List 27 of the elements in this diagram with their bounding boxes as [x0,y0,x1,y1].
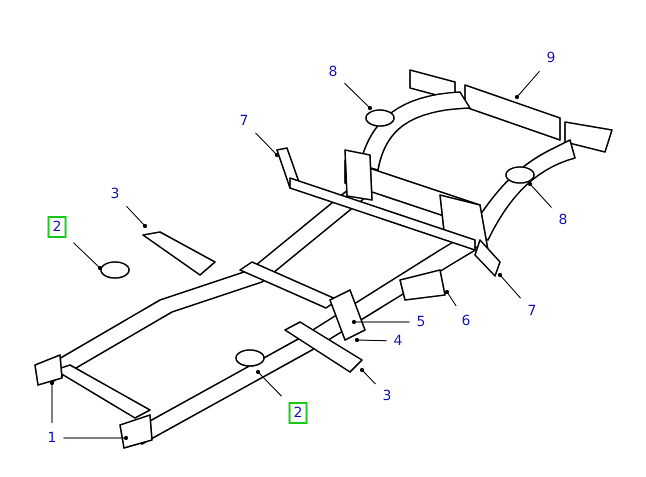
callout-number: 5 [416,314,426,330]
callout-number: 3 [110,186,120,202]
callout-number: 8 [328,64,338,80]
leader-line [126,206,147,228]
leader-line [355,338,388,342]
callout-number: 2 [48,216,66,238]
callout-number: 7 [240,113,248,129]
leader-line [254,132,279,157]
callout-number: 3 [382,388,392,404]
callout-number: 9 [546,50,556,66]
callout-number: 1 [48,430,56,446]
leader-line [445,290,457,306]
leader-line [344,82,372,110]
leader-line [256,370,282,397]
callout-number: 6 [462,313,470,329]
leader-line [62,436,128,440]
callout-number: 8 [558,212,568,228]
leader-line [498,273,522,299]
callout-number: 2 [288,402,308,424]
leader-line [352,320,410,324]
leader-line [528,182,552,208]
callout-number: 7 [528,303,536,319]
leader-line [360,368,376,385]
leader-line [50,381,54,424]
callout-number: 4 [394,333,402,349]
leader-line [72,242,102,270]
leader-line [515,70,540,99]
